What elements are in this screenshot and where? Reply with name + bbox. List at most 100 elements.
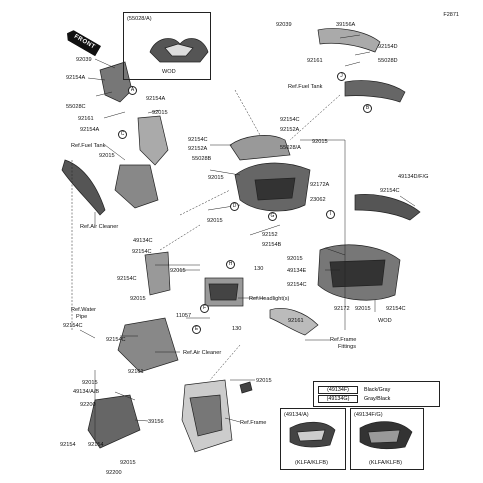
part-label: 130 (232, 326, 242, 332)
callout-marker: B (363, 104, 372, 113)
part-label: 130 (254, 266, 264, 272)
part-label: 92154B (262, 242, 282, 248)
left-lower-fairing (117, 317, 179, 373)
part-label: 92154C (380, 188, 400, 194)
callout-marker: H (226, 260, 235, 269)
legend-row: (49134F) Black/Gray (318, 386, 390, 394)
part-label: 92154 (88, 442, 104, 448)
part-label: 92015 (120, 460, 136, 466)
wod-note: WOD (378, 318, 392, 324)
frame-fitting-bracket (269, 308, 319, 336)
top-box-part: (55028/A) (127, 16, 152, 22)
part-label: Fittings (338, 344, 357, 350)
part-label: 92015 (207, 218, 223, 224)
part-label: Ref.Air Cleaner (183, 350, 222, 356)
part-label: 92154A (146, 96, 166, 102)
part-label: 92039 (76, 57, 92, 63)
part-label: 92154C (106, 337, 126, 343)
legend-code: (49134F) (318, 386, 358, 394)
part-label: 92200 (106, 470, 122, 476)
part-label: 92015 (208, 175, 224, 181)
callout-marker: A (128, 86, 137, 95)
legend-desc: Black/Gray (364, 387, 391, 393)
part-label: 92172A (310, 182, 330, 188)
part-label: 92161 (128, 369, 144, 375)
part-label: 92015 (256, 378, 272, 384)
left-tank-side-panel (61, 159, 106, 216)
part-label: 92015 (355, 306, 371, 312)
part-label: 55028B (192, 156, 212, 162)
legend-desc: Gray/Black (364, 396, 391, 402)
inset-a-note: (KLFA/KLFB) (295, 460, 328, 466)
legend-row: (49134G) Gray/Black (318, 395, 390, 403)
part-label: 92015 (170, 268, 186, 274)
part-label: 92161 (288, 318, 304, 324)
callout-marker: E (192, 325, 201, 334)
part-label: 92154C (188, 137, 208, 143)
part-label: Ref.Frame (330, 337, 357, 343)
side-panel-a (87, 394, 141, 449)
part-label: Ref.Fuel Tank (71, 143, 106, 149)
part-label: 49134D/F/G (398, 174, 429, 180)
part-label: 49134E (287, 268, 307, 274)
part-label: 92015 (130, 296, 146, 302)
bottom-inset-box-fg: (49134F/G) (KLFA/KLFB) (350, 408, 424, 470)
callout-marker: I (326, 210, 335, 219)
part-label: 92154C (287, 282, 307, 288)
part-label: 92172 (334, 306, 350, 312)
part-label: 92015 (312, 139, 328, 145)
part-label: 55028D (378, 58, 398, 64)
part-label: 92161 (78, 116, 94, 122)
left-side-shroud (99, 61, 133, 103)
part-label: 11057 (176, 313, 192, 319)
part-label: 39156 (148, 419, 164, 425)
inset-fg-note: (KLFA/KLFB) (369, 460, 402, 466)
part-label: 92154 (60, 442, 76, 448)
left-inner-panel (137, 115, 169, 166)
part-label: 49134C (133, 238, 153, 244)
part-label: 92154C (63, 323, 83, 329)
part-label: 55028/A (280, 145, 301, 151)
part-label: 92154C (117, 276, 137, 282)
part-label: 49134/A/B (73, 389, 100, 395)
part-label: 55028C (66, 104, 86, 110)
part-label: 92015 (99, 153, 115, 159)
part-label: 92152A (188, 146, 208, 152)
top-inset-box: (55028/A) WOD (123, 12, 211, 80)
callout-marker: D (230, 202, 239, 211)
part-label: 92152 (262, 232, 278, 238)
color-legend: (49134F) Black/Gray (49134G) Gray/Black (313, 381, 440, 407)
part-label: 92154C (386, 306, 406, 312)
part-label: 92152A (280, 127, 300, 133)
top-box-note: WOD (162, 69, 176, 75)
part-label: 92015 (152, 110, 168, 116)
part-label: 39156A (336, 22, 356, 28)
part-label: Ref.Fuel Tank (288, 84, 323, 90)
part-label: Ref.Frame (240, 420, 267, 426)
inset-a-part: (49134/A) (284, 412, 309, 418)
part-label: 92154D (378, 44, 398, 50)
legend-code: (49134G) (318, 395, 358, 403)
callout-marker: F (200, 304, 209, 313)
right-top-cover (317, 28, 381, 53)
left-bracket (144, 251, 171, 296)
inset-fg-part: (49134F/G) (354, 412, 383, 418)
part-label: 92200 (80, 402, 96, 408)
right-tank-cover (344, 80, 406, 103)
part-label: 92154C (280, 117, 300, 123)
part-label: 23062 (310, 197, 326, 203)
left-lower-cover (114, 164, 159, 209)
part-label: 92154C (132, 249, 152, 255)
part-label: 92161 (307, 58, 323, 64)
callout-marker: C (118, 130, 127, 139)
right-upper-cowl (354, 194, 421, 221)
fastener-part (239, 381, 253, 394)
part-label: Ref.Water (71, 307, 96, 313)
part-label: Pipe (76, 314, 88, 320)
part-label: 92015 (82, 380, 98, 386)
bottom-inset-box-a: (49134/A) (KLFA/KLFB) (280, 408, 346, 470)
part-label: Ref.Headlight(s) (249, 296, 290, 302)
part-label: 92154A (66, 75, 86, 81)
callout-marker: G (268, 212, 277, 221)
